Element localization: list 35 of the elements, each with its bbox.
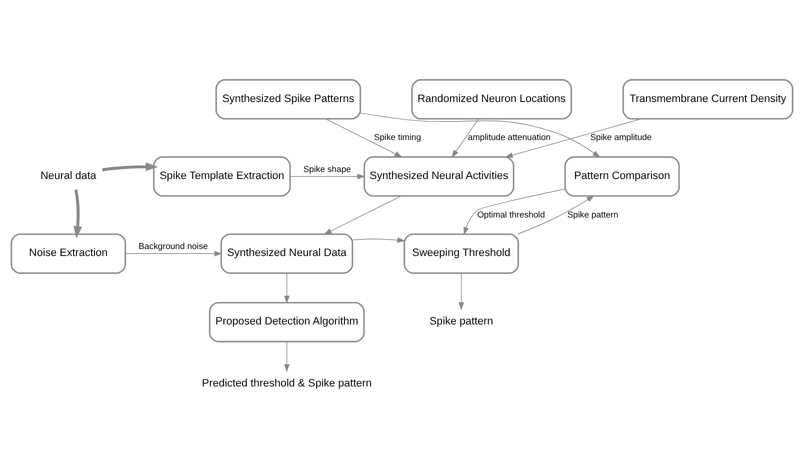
arrow [290, 173, 366, 179]
node-box: Sweeping Threshold [404, 232, 519, 274]
node-box: Synthesized Spike Patterns [215, 78, 362, 120]
node-text: Predicted threshold & Spike pattern [202, 377, 372, 390]
arrow [284, 272, 290, 304]
arrow [464, 188, 566, 235]
arrow [284, 340, 290, 372]
arrow [125, 250, 222, 256]
edge-label: Spike pattern [567, 208, 618, 219]
arrow [324, 195, 402, 234]
edge-label: amplitude attenuation [468, 132, 551, 142]
edge-label: Spike amplitude [590, 132, 652, 142]
arrow [517, 195, 594, 234]
edge-label: Spike timing [374, 132, 422, 142]
arrow [360, 112, 600, 158]
node-box: Synthesized Neural Activities [364, 156, 514, 196]
edge-label: Background noise [138, 240, 208, 251]
arrow [102, 162, 158, 171]
arrow [504, 118, 642, 158]
edge-label: Spike shape [303, 163, 351, 174]
node-text: Neural data [40, 170, 96, 182]
arrow [458, 272, 464, 310]
arrow [73, 188, 82, 238]
node-box: Noise Extraction [10, 232, 126, 274]
node-text: Spike pattern [429, 315, 494, 328]
arrow [325, 118, 402, 157]
node-box: Transmembrane Current Density [622, 78, 794, 120]
node-box: Pattern Comparison [564, 156, 680, 196]
arrow [352, 236, 406, 242]
node-box: Randomized Neuron Locations [411, 78, 572, 120]
node-box: Synthesized Neural Data [220, 232, 354, 274]
node-box: Spike Template Extraction [153, 156, 291, 196]
edge-label: Optimal threshold [477, 208, 545, 219]
arrow [451, 118, 479, 158]
node-box: Proposed Detection Algorithm [208, 301, 365, 342]
